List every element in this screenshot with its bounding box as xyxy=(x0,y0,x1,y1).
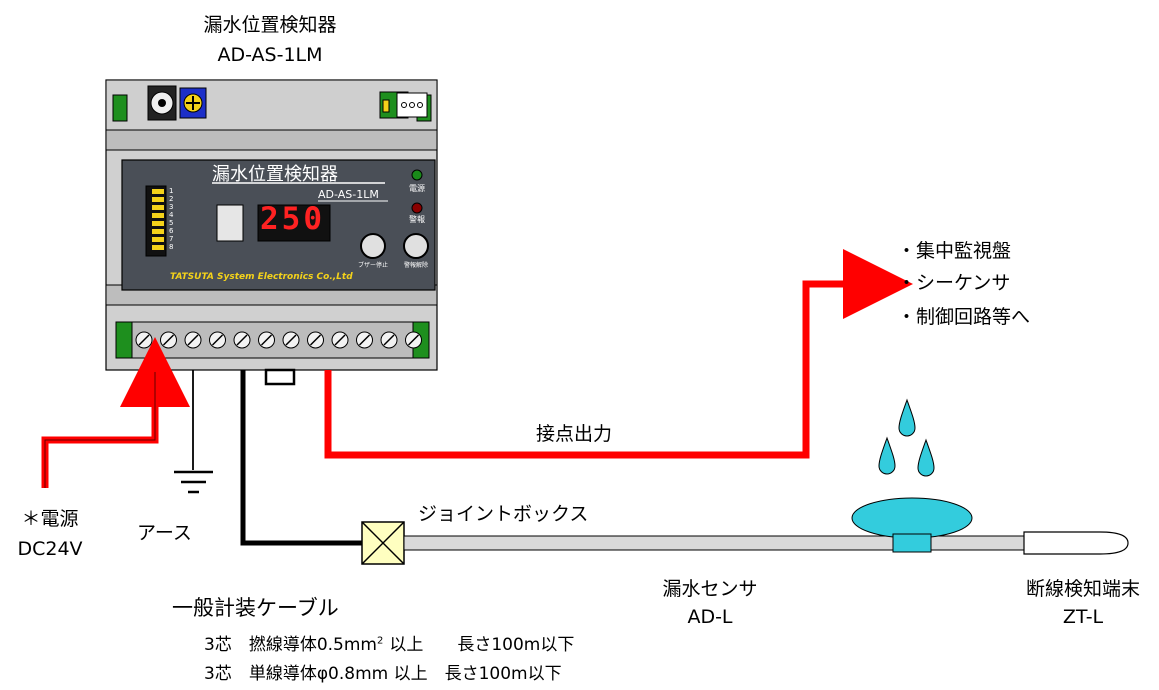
device-model: AD-AS-1LM xyxy=(217,44,323,66)
display-value: 250 xyxy=(260,201,325,237)
junction-box xyxy=(361,521,405,565)
power-voltage: DC24V xyxy=(17,538,83,560)
water-puddle-icon xyxy=(851,497,973,539)
connector-port xyxy=(379,91,428,119)
alarm-reset-button[interactable] xyxy=(403,233,429,259)
alarm-reset-label: 警報解除 xyxy=(403,262,428,269)
rotary-switch[interactable] xyxy=(147,85,177,121)
buzzer-stop-label: ブザー停止 xyxy=(357,262,388,269)
panel-model: AD-AS-1LM xyxy=(318,188,379,201)
buzzer-stop-button[interactable] xyxy=(360,233,386,259)
seven-segment-display xyxy=(257,204,331,242)
instrument-cable xyxy=(240,370,362,546)
alarm-led-label: 警報 xyxy=(409,215,425,224)
detector-device xyxy=(105,79,438,386)
terminal-name: 断線検知端末 xyxy=(1025,578,1140,600)
output-item-2: ・シーケンサ xyxy=(897,272,1011,294)
din-clip-left xyxy=(112,94,128,122)
earth-label: アース xyxy=(137,522,192,544)
contact-output-line xyxy=(324,249,913,459)
sensor-name: 漏水センサ xyxy=(662,578,758,600)
sensor-model: AD-L xyxy=(687,606,733,628)
dip-switch[interactable] xyxy=(145,185,167,257)
maker-name: TATSUTA System Electronics Co.,Ltd xyxy=(170,272,353,282)
output-item-3: ・制御回路等へ xyxy=(897,306,1031,328)
terminal-model: ZT-L xyxy=(1062,606,1104,628)
panel-title: 漏水位置検知器 xyxy=(212,164,338,185)
blank-digit-window xyxy=(216,204,244,242)
power-led-icon xyxy=(411,169,423,181)
power-led-label: 電源 xyxy=(409,184,425,193)
sensitivity-adjuster[interactable] xyxy=(179,87,207,119)
alarm-led-icon xyxy=(411,202,423,214)
break-detect-terminal xyxy=(1023,531,1129,555)
device-title: 漏水位置検知器 xyxy=(203,14,337,36)
cable-label: 一般計装ケーブル xyxy=(172,596,339,620)
power-line xyxy=(41,337,190,488)
water-drops-icon xyxy=(878,398,935,477)
cable-spec-2: 3芯 単線導体φ0.8mm 以上 長さ100m以下 xyxy=(204,664,562,684)
earth-symbol-icon xyxy=(174,470,213,494)
output-item-1: ・集中監視盤 xyxy=(897,240,1012,262)
terminal-block xyxy=(115,321,430,359)
junction-box-label: ジョイントボックス xyxy=(418,503,589,525)
contact-output-label: 接点出力 xyxy=(536,423,613,445)
power-label: ＊電源 xyxy=(21,508,79,530)
